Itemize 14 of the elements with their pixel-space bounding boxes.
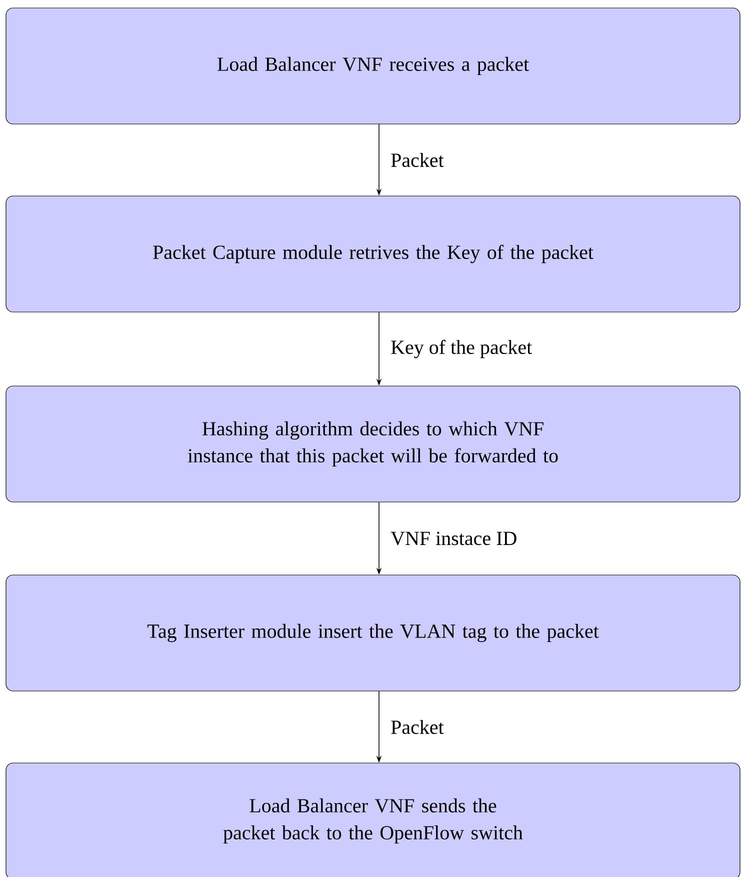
process-box — [6, 196, 740, 312]
process-box — [6, 8, 740, 124]
box-text: Hashing algorithm decides to which VNF instance that this packet will be forwarded to — [188, 421, 558, 467]
box-text: Load Balancer VNF receives a packet — [218, 56, 529, 76]
box-text: Load Balancer VNF sends the packet back to the OpenFlow switch — [223, 798, 523, 844]
box-text: Tag Inserter module insert the VLAN tag to the packet — [147, 624, 599, 642]
process-box — [6, 762, 740, 877]
box-text: Packet Capture module retrives the Key of the packet — [153, 244, 594, 264]
edge-label: Key of the packet — [391, 340, 532, 358]
edge-label: Packet — [391, 152, 444, 168]
edge-label: VNF instace ID — [390, 532, 516, 546]
process-box — [6, 574, 740, 692]
process-box — [6, 386, 740, 502]
edge-label: Packet — [391, 720, 444, 734]
